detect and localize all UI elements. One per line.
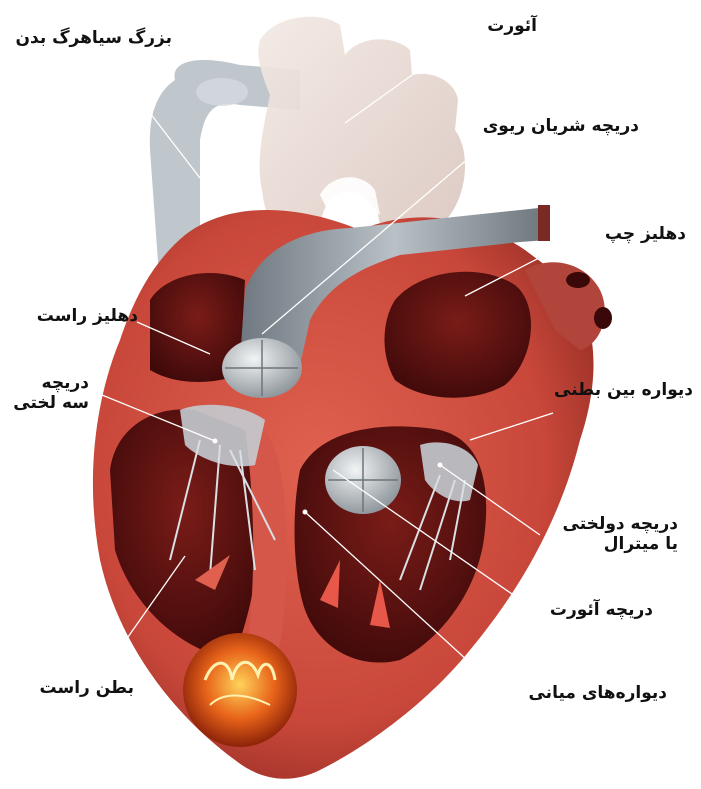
label-interventricular-septum: دیواره بین بطنی xyxy=(554,380,693,400)
label-mitral-line-1: دریچه دولختی xyxy=(563,514,678,534)
aortic-valve xyxy=(325,446,401,514)
pulmonary-valve xyxy=(222,338,302,398)
label-tricuspid-line-1: دریچه xyxy=(13,373,89,393)
left-atrium-chamber xyxy=(384,272,531,398)
label-tricuspid-line-2: سه لختی xyxy=(13,393,89,413)
label-superior-vena-cava: بزرگ سیاهرگ بدن xyxy=(15,28,172,48)
apex-fire-orb xyxy=(183,633,297,747)
label-mitral-line-2: یا میترال xyxy=(563,534,678,554)
label-aorta: آئورت xyxy=(487,16,537,36)
label-tricuspid-valve: دریچه سه لختی xyxy=(13,373,89,414)
label-pulmonary-valve: دریچه شریان ریوی xyxy=(483,116,639,136)
label-mitral-valve: دریچه دولختی یا میترال xyxy=(563,514,678,555)
label-aortic-valve: دریچه آئورت xyxy=(550,600,653,620)
label-right-atrium: دهلیز راست xyxy=(37,306,138,326)
label-middle-walls: دیواره‌های میانی xyxy=(528,683,667,703)
label-left-atrium: دهلیز چپ xyxy=(605,224,686,244)
label-right-ventricle: بطن راست xyxy=(40,678,135,698)
